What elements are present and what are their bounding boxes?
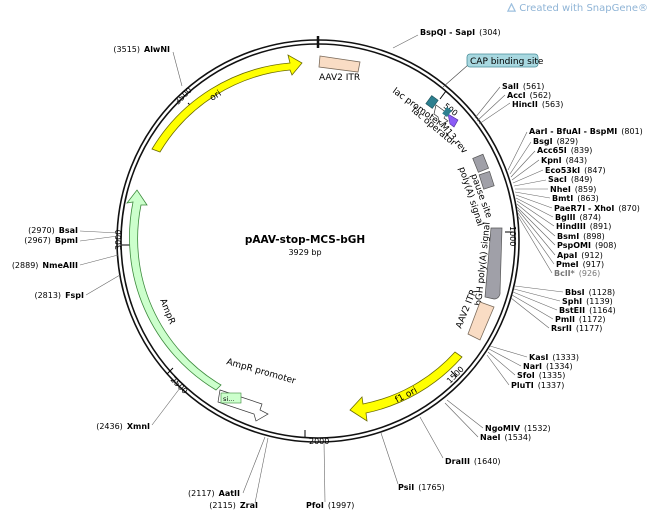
site-sali[interactable]: SalI(561) [502,82,544,91]
site-pmli[interactable]: PmlI(1172) [555,315,606,324]
site-pluti[interactable]: PluTI(1337) [511,381,564,390]
site-bspqi-sapi[interactable]: BspQI - SapI(304) [420,28,501,37]
feature-lac-operator-block[interactable] [425,95,439,109]
site-bsai[interactable]: (2970)BsaI [28,226,78,235]
sites-right: BspQI - SapI(304) SalI(561) AccI(562) Hi… [306,28,643,510]
site-saci[interactable]: SacI(849) [548,175,592,184]
site-bsteii[interactable]: BstEII(1164) [559,306,616,315]
site-acci[interactable]: AccI(562) [507,91,551,100]
site-hincii[interactable]: HincII(563) [512,100,563,109]
tick-1000: 1000 [505,226,517,246]
plasmid-size: 3929 bp [288,248,321,257]
tick-label-3000: 3000 [114,230,123,250]
feature-ampr[interactable]: AmpR [126,189,222,391]
site-sphi[interactable]: SphI(1139) [562,297,613,306]
feature-f1-ori[interactable]: f1 ori [349,351,463,422]
site-aatii[interactable]: (2117)AatII [188,489,240,498]
tick-3000: 3000 [114,230,130,250]
feature-ori[interactable]: ori [151,54,303,153]
site-apai[interactable]: ApaI(912) [557,251,603,260]
site-bbsi[interactable]: BbsI(1128) [565,288,615,297]
site-bmti[interactable]: BmtI(863) [552,194,599,203]
site-zrai[interactable]: (2115)ZraI [209,501,258,510]
site-bsgi[interactable]: BsgI(829) [533,137,578,146]
feature-label-f1-ori: f1 ori [394,386,419,406]
site-pmei[interactable]: PmeI(917) [556,260,604,269]
site-aari-bfuai-bspmi[interactable]: AarI - BfuAI - BspMI(801) [529,127,643,136]
snapgene-logo-icon [507,3,517,12]
site-alwni[interactable]: (3515)AlwNI [113,45,170,54]
site-kasi[interactable]: KasI(1333) [529,353,579,362]
feature-label-ampr: AmpR [157,297,176,326]
site-sfoi[interactable]: SfoI(1335) [517,371,565,380]
feature-aav2-itr-top[interactable]: AAV2 ITR [318,55,361,83]
feature-ampr-promoter[interactable]: AmpR promoter si... [217,357,297,422]
site-eco53ki[interactable]: Eco53kI(847) [545,166,606,175]
site-nmeaiii[interactable]: (2889)NmeAIII [12,261,78,270]
site-pspomi[interactable]: PspOMI(908) [557,241,616,250]
site-draiii[interactable]: DraIII(1640) [445,457,501,466]
site-psii[interactable]: PsiI(1765) [398,483,445,492]
feature-label-signal-seq: si... [223,395,234,403]
tick-label-1000: 1000 [508,226,517,246]
site-fspi[interactable]: (2813)FspI [34,291,84,300]
feature-label-aav2-itr-top: AAV2 ITR [319,73,360,83]
site-nari[interactable]: NarI(1334) [523,362,573,371]
feature-m13-rev[interactable] [442,107,459,128]
site-pfoi[interactable]: PfoI(1997) [306,501,354,510]
site-nhei[interactable]: NheI(859) [550,185,596,194]
site-acc65i[interactable]: Acc65I(839) [537,146,592,155]
site-paer7i-xhoi[interactable]: PaeR7I - XhoI(870) [554,204,640,213]
site-kpni[interactable]: KpnI(843) [541,156,587,165]
site-rsrii[interactable]: RsrII(1177) [551,324,602,333]
tick-2000: 2000 [304,430,329,446]
site-bcli[interactable]: BclI*(926) [554,269,600,278]
site-xmni[interactable]: (2436)XmnI [96,422,150,431]
site-bglii[interactable]: BglII(874) [555,213,601,222]
feature-label-cap-binding-site: CAP binding site [470,57,544,67]
site-ngomiv[interactable]: NgoMIV(1532) [485,424,551,433]
site-bpmi[interactable]: (2967)BpmI [24,236,78,245]
plasmid-name: pAAV-stop-MCS-bGH [245,234,365,246]
site-naei[interactable]: NaeI(1534) [480,433,531,442]
site-leader-lines [79,34,564,504]
feature-cap-binding-site[interactable]: CAP binding site [442,53,544,88]
tick-label-2000: 2000 [309,437,329,446]
feature-label-ampr-promoter: AmpR promoter [225,357,297,386]
sites-left: (3515)AlwNI (2970)BsaI (2967)BpmI (2889)… [12,45,258,510]
site-bsmi[interactable]: BsmI(898) [557,232,605,241]
snapgene-watermark: Created with SnapGene® [507,3,648,14]
site-hindiii[interactable]: HindIII(891) [556,222,611,231]
watermark-text: Created with SnapGene® [519,3,648,14]
